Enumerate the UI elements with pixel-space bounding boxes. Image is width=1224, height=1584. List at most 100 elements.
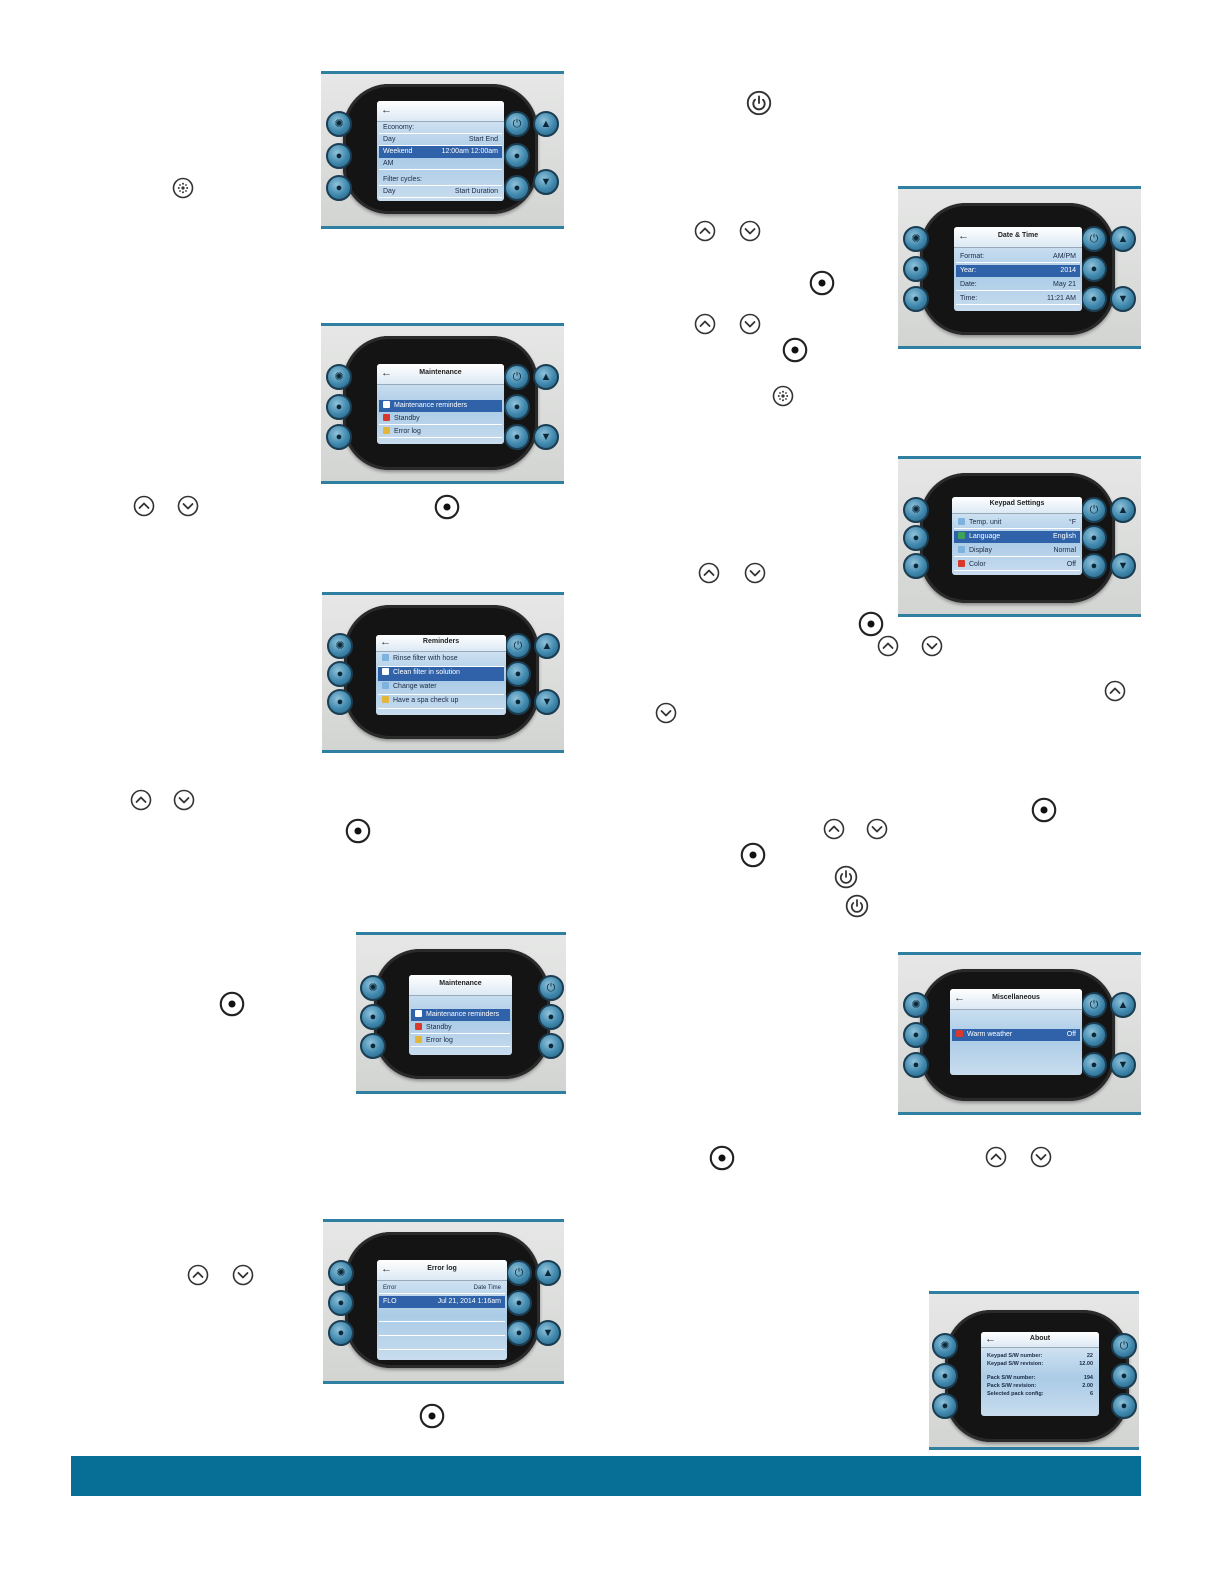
light-button[interactable]: ✺ — [326, 364, 352, 390]
left-button-2[interactable]: ● — [327, 661, 353, 687]
down-button[interactable]: ▼ — [1110, 553, 1136, 579]
up-button[interactable]: ▲ — [1110, 226, 1136, 252]
right-button-2[interactable]: ● — [505, 661, 531, 687]
left-button-3[interactable]: ● — [932, 1393, 958, 1419]
right-button-3[interactable]: ● — [1111, 1393, 1137, 1419]
up-button[interactable]: ▲ — [1110, 992, 1136, 1018]
power-button[interactable]: ⏻ — [505, 633, 531, 659]
right-button-2[interactable]: ● — [504, 143, 530, 169]
left-button-3[interactable]: ● — [327, 689, 353, 715]
back-arrow-icon[interactable]: ← — [380, 636, 391, 648]
right-button-3[interactable]: ● — [538, 1033, 564, 1059]
down-arrow-icon — [739, 313, 761, 335]
left-button-2[interactable]: ● — [326, 394, 352, 420]
right-button-3[interactable]: ● — [1081, 1052, 1107, 1078]
right-button-2[interactable]: ● — [1081, 525, 1107, 551]
right-button-2[interactable]: ● — [538, 1004, 564, 1030]
left-button-3[interactable]: ● — [328, 1320, 354, 1346]
back-arrow-icon[interactable]: ← — [954, 992, 965, 1004]
up-button[interactable]: ▲ — [534, 633, 560, 659]
lcd-row: Filter cycles: — [379, 174, 502, 186]
lcd-screen-date-time: ←Date & Time Format:AM/PM Year:2014 Date… — [954, 227, 1082, 311]
down-button[interactable]: ▼ — [1110, 286, 1136, 312]
power-button[interactable]: ⏻ — [1111, 1333, 1137, 1359]
up-button[interactable]: ▲ — [533, 364, 559, 390]
down-button[interactable]: ▼ — [534, 689, 560, 715]
select-icon — [219, 991, 245, 1017]
right-button-2[interactable]: ● — [506, 1290, 532, 1316]
left-button-3[interactable]: ● — [360, 1033, 386, 1059]
lcd-row: Pack S/W revision:2.00 — [987, 1383, 1093, 1389]
down-arrow-icon — [921, 635, 943, 657]
lcd-row-selected: Maintenance reminders — [379, 400, 502, 412]
light-button[interactable]: ✺ — [328, 1260, 354, 1286]
down-button[interactable]: ▼ — [533, 169, 559, 195]
light-button[interactable]: ✺ — [326, 111, 352, 137]
keypad-photo-date-time: ✺ ● ● ⏻ ● ● ▲ ▼ ←Date & Time Format:AM/P… — [898, 186, 1141, 349]
lcd-row: Date:May 21 — [956, 279, 1080, 291]
left-button-2[interactable]: ● — [932, 1363, 958, 1389]
back-arrow-icon[interactable]: ← — [381, 1263, 392, 1275]
up-button[interactable]: ▲ — [533, 111, 559, 137]
left-button-3[interactable]: ● — [326, 424, 352, 450]
left-button-2[interactable]: ● — [326, 143, 352, 169]
right-button-3[interactable]: ● — [1081, 286, 1107, 312]
left-button-3[interactable]: ● — [326, 175, 352, 201]
down-arrow-icon — [1030, 1146, 1052, 1168]
back-arrow-icon[interactable]: ← — [985, 1333, 996, 1345]
left-button-2[interactable]: ● — [903, 525, 929, 551]
down-button[interactable]: ▼ — [533, 424, 559, 450]
left-button-2[interactable]: ● — [360, 1004, 386, 1030]
right-button-3[interactable]: ● — [505, 689, 531, 715]
right-button-2[interactable]: ● — [1111, 1363, 1137, 1389]
up-arrow-icon — [877, 635, 899, 657]
power-button[interactable]: ⏻ — [1081, 226, 1107, 252]
keypad-photo-miscellaneous: ✺ ● ● ⏻ ● ● ▲ ▼ ←Miscellaneous Warm weat… — [898, 952, 1141, 1115]
down-button[interactable]: ▼ — [535, 1320, 561, 1346]
right-button-2[interactable]: ● — [504, 394, 530, 420]
left-button-2[interactable]: ● — [903, 1022, 929, 1048]
left-button-3[interactable]: ● — [903, 1052, 929, 1078]
power-button[interactable]: ⏻ — [1081, 497, 1107, 523]
light-button[interactable]: ✺ — [932, 1333, 958, 1359]
left-button-2[interactable]: ● — [903, 256, 929, 282]
right-button-3[interactable]: ● — [504, 175, 530, 201]
select-icon — [434, 494, 460, 520]
left-button-3[interactable]: ● — [903, 286, 929, 312]
power-button[interactable]: ⏻ — [504, 111, 530, 137]
right-button-2[interactable]: ● — [1081, 1022, 1107, 1048]
power-button[interactable]: ⏻ — [506, 1260, 532, 1286]
select-icon — [709, 1145, 735, 1171]
down-button[interactable]: ▼ — [1110, 1052, 1136, 1078]
left-button-3[interactable]: ● — [903, 553, 929, 579]
light-button[interactable]: ✺ — [360, 975, 386, 1001]
lcd-row — [379, 1338, 505, 1350]
light-button[interactable]: ✺ — [903, 992, 929, 1018]
back-arrow-icon[interactable]: ← — [381, 104, 392, 116]
select-icon — [419, 1403, 445, 1429]
up-button[interactable]: ▲ — [535, 1260, 561, 1286]
power-button[interactable]: ⏻ — [504, 364, 530, 390]
back-arrow-icon[interactable]: ← — [381, 367, 392, 379]
down-arrow-icon — [866, 818, 888, 840]
right-button-2[interactable]: ● — [1081, 256, 1107, 282]
light-button[interactable]: ✺ — [327, 633, 353, 659]
power-button[interactable]: ⏻ — [1081, 992, 1107, 1018]
right-button-3[interactable]: ● — [506, 1320, 532, 1346]
up-button[interactable]: ▲ — [1110, 497, 1136, 523]
lcd-row: Economy: — [379, 122, 502, 134]
left-button-2[interactable]: ● — [328, 1290, 354, 1316]
lcd-row-selected: Maintenance reminders — [411, 1009, 510, 1021]
back-arrow-icon[interactable]: ← — [958, 230, 969, 242]
light-button[interactable]: ✺ — [903, 497, 929, 523]
up-arrow-icon — [130, 789, 152, 811]
right-button-3[interactable]: ● — [1081, 553, 1107, 579]
right-button-3[interactable]: ● — [504, 424, 530, 450]
power-button[interactable]: ⏻ — [538, 975, 564, 1001]
lcd-row: Selected pack config:6 — [987, 1391, 1093, 1397]
light-button[interactable]: ✺ — [903, 226, 929, 252]
